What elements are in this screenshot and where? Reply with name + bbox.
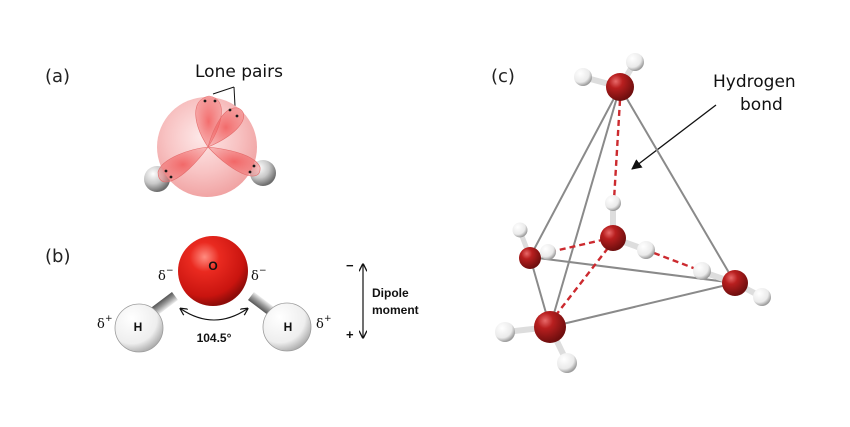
hydrogen-symbol-left: H <box>134 320 143 334</box>
svg-text:δ: δ <box>158 269 166 284</box>
partial-charge-hydrogen-left: δ + <box>97 314 113 332</box>
svg-text:+: + <box>324 314 332 324</box>
dipole-positive-sign: + <box>346 327 354 342</box>
panel-a: (a) Lone pairs <box>45 62 283 197</box>
hydrogen-bond-left <box>549 238 603 254</box>
bonding-lobe-left <box>157 146 209 183</box>
hydrogen-atom-left <box>114 303 164 353</box>
panel-a-label: (a) <box>45 66 70 87</box>
panel-b: (b) O H H δ − δ − δ + δ + <box>45 236 419 353</box>
oxygen-atom <box>600 225 626 251</box>
panel-b-label: (b) <box>45 246 70 267</box>
dipole-label-line1: Dipole <box>372 286 409 300</box>
edge-top-right <box>619 86 736 284</box>
oxygen-atom <box>534 311 566 343</box>
bond-angle-arrow <box>181 309 247 321</box>
dipole-label-line2: moment <box>372 303 419 317</box>
edge-bottom-right <box>549 282 736 328</box>
hydrogen-atom <box>495 322 515 342</box>
bonding-lobe-right <box>207 146 261 177</box>
water-molecule-right <box>693 262 771 306</box>
bond-angle-value: 104.5° <box>197 331 232 345</box>
svg-text:−: − <box>166 266 174 276</box>
hydrogen-atom <box>557 353 577 373</box>
hydrogen-bond-pointer-arrow <box>631 104 717 170</box>
hydrogen-atom-right <box>262 302 312 352</box>
edge-top-left <box>529 86 621 258</box>
hydrogen-bond-label-line1: Hydrogen <box>713 72 796 92</box>
partial-charge-oxygen-left: δ − <box>158 266 174 284</box>
dipole-moment-indicator: − + Dipole moment <box>346 258 419 342</box>
water-molecule-left <box>512 222 556 269</box>
hydrogen-atom <box>637 241 655 259</box>
water-molecule-top <box>574 53 644 101</box>
hydrogen-symbol-right: H <box>284 320 293 334</box>
svg-text:δ: δ <box>97 317 105 332</box>
panel-c: (c) Hydrogen bond <box>491 53 796 373</box>
partial-charge-hydrogen-right: δ + <box>316 314 332 332</box>
hydrogen-atom <box>693 262 711 280</box>
oxygen-atom <box>606 73 634 101</box>
hydrogen-atom <box>540 244 556 260</box>
water-molecule-center <box>600 195 655 259</box>
edge-top-bottom <box>549 86 621 328</box>
partial-charge-oxygen-right: δ − <box>251 266 267 284</box>
water-molecule-bottom <box>495 311 577 373</box>
oxygen-atom <box>722 270 748 296</box>
panel-c-label: (c) <box>491 66 515 87</box>
oxygen-symbol: O <box>208 259 217 273</box>
lone-pair-lobe-2 <box>207 107 244 148</box>
svg-text:+: + <box>105 314 113 324</box>
lone-pairs-label: Lone pairs <box>195 62 283 82</box>
svg-text:−: − <box>259 266 267 276</box>
hydrogen-bond-label-line2: bond <box>740 95 783 115</box>
svg-text:δ: δ <box>251 269 259 284</box>
tetrahedron-edges <box>529 86 736 328</box>
hydrogen-bond-bottom <box>555 247 609 316</box>
hydrogen-bond-right <box>653 251 697 271</box>
hydrogen-atom <box>574 68 592 86</box>
hydrogen-atom <box>605 195 621 211</box>
svg-text:δ: δ <box>316 317 324 332</box>
hydrogen-atom <box>626 53 644 71</box>
dipole-negative-sign: − <box>346 258 354 273</box>
hydrogen-atom <box>512 222 528 238</box>
hydrogen-bonds <box>549 99 697 316</box>
oxygen-atom <box>519 247 541 269</box>
hydrogen-atom <box>753 288 771 306</box>
lone-pairs-pointer <box>212 86 236 107</box>
oxygen-atom <box>178 236 248 306</box>
hydrogen-bond-top <box>612 99 622 201</box>
sp3-orbital-lobes <box>157 95 261 183</box>
electron-dots <box>164 99 256 179</box>
